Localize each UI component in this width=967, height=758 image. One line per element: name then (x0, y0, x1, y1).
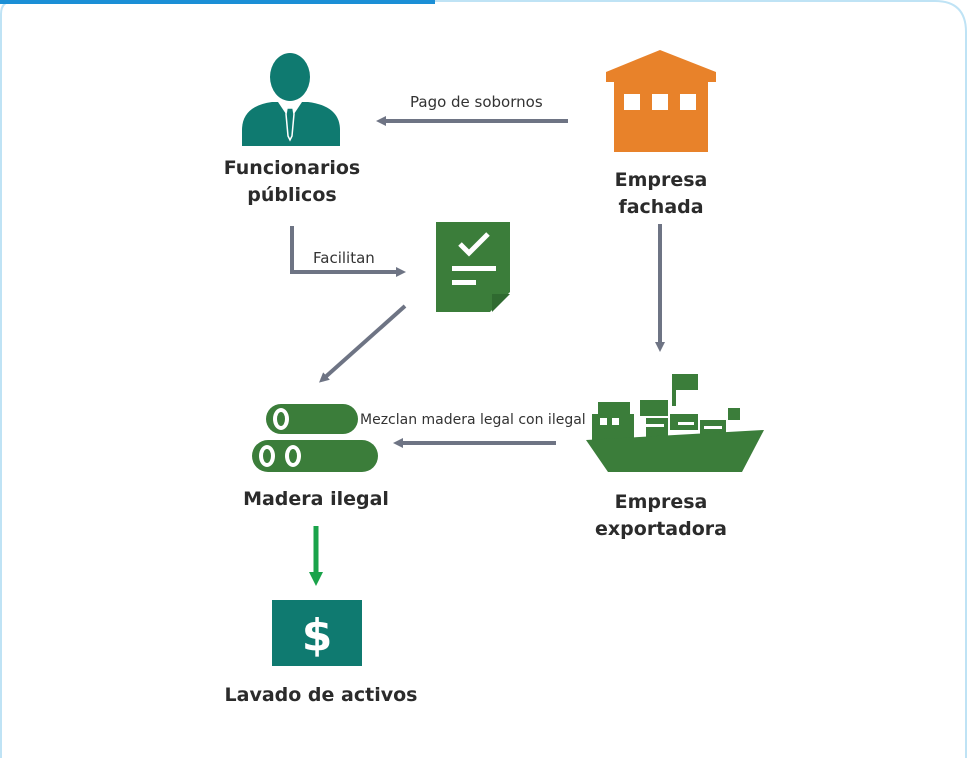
label-exportadora-line1: Empresa (614, 491, 708, 513)
label-lavado: Lavado de activos (224, 684, 418, 706)
svg-text:$: $ (302, 610, 333, 661)
label-fachada: Empresa fachada (561, 167, 761, 221)
label-funcionarios-line1: Funcionarios (223, 157, 361, 179)
timber-logs-icon (252, 404, 378, 472)
label-exportadora: Empresa exportadora (561, 489, 761, 543)
cargo-ship-icon (586, 374, 764, 472)
edge-label-sobornos: Pago de sobornos (410, 93, 543, 111)
label-funcionarios-line2: públicos (247, 184, 337, 206)
arrow-facilitan (290, 226, 406, 277)
edge-label-mezclan: Mezclan madera legal con ilegal (360, 412, 586, 428)
arrow-document-to-madera (319, 304, 407, 383)
label-fachada-line1: Empresa (614, 169, 708, 191)
edge-label-facilitan: Facilitan (313, 249, 375, 267)
document-check-icon (436, 222, 510, 312)
building-icon (606, 50, 716, 152)
label-fachada-line2: fachada (618, 196, 704, 218)
label-madera: Madera ilegal (243, 488, 389, 510)
label-funcionarios: Funcionarios públicos (192, 155, 392, 209)
label-exportadora-line2: exportadora (595, 518, 727, 540)
dollar-bill-icon: $ (272, 600, 362, 666)
person-icon (242, 53, 340, 146)
